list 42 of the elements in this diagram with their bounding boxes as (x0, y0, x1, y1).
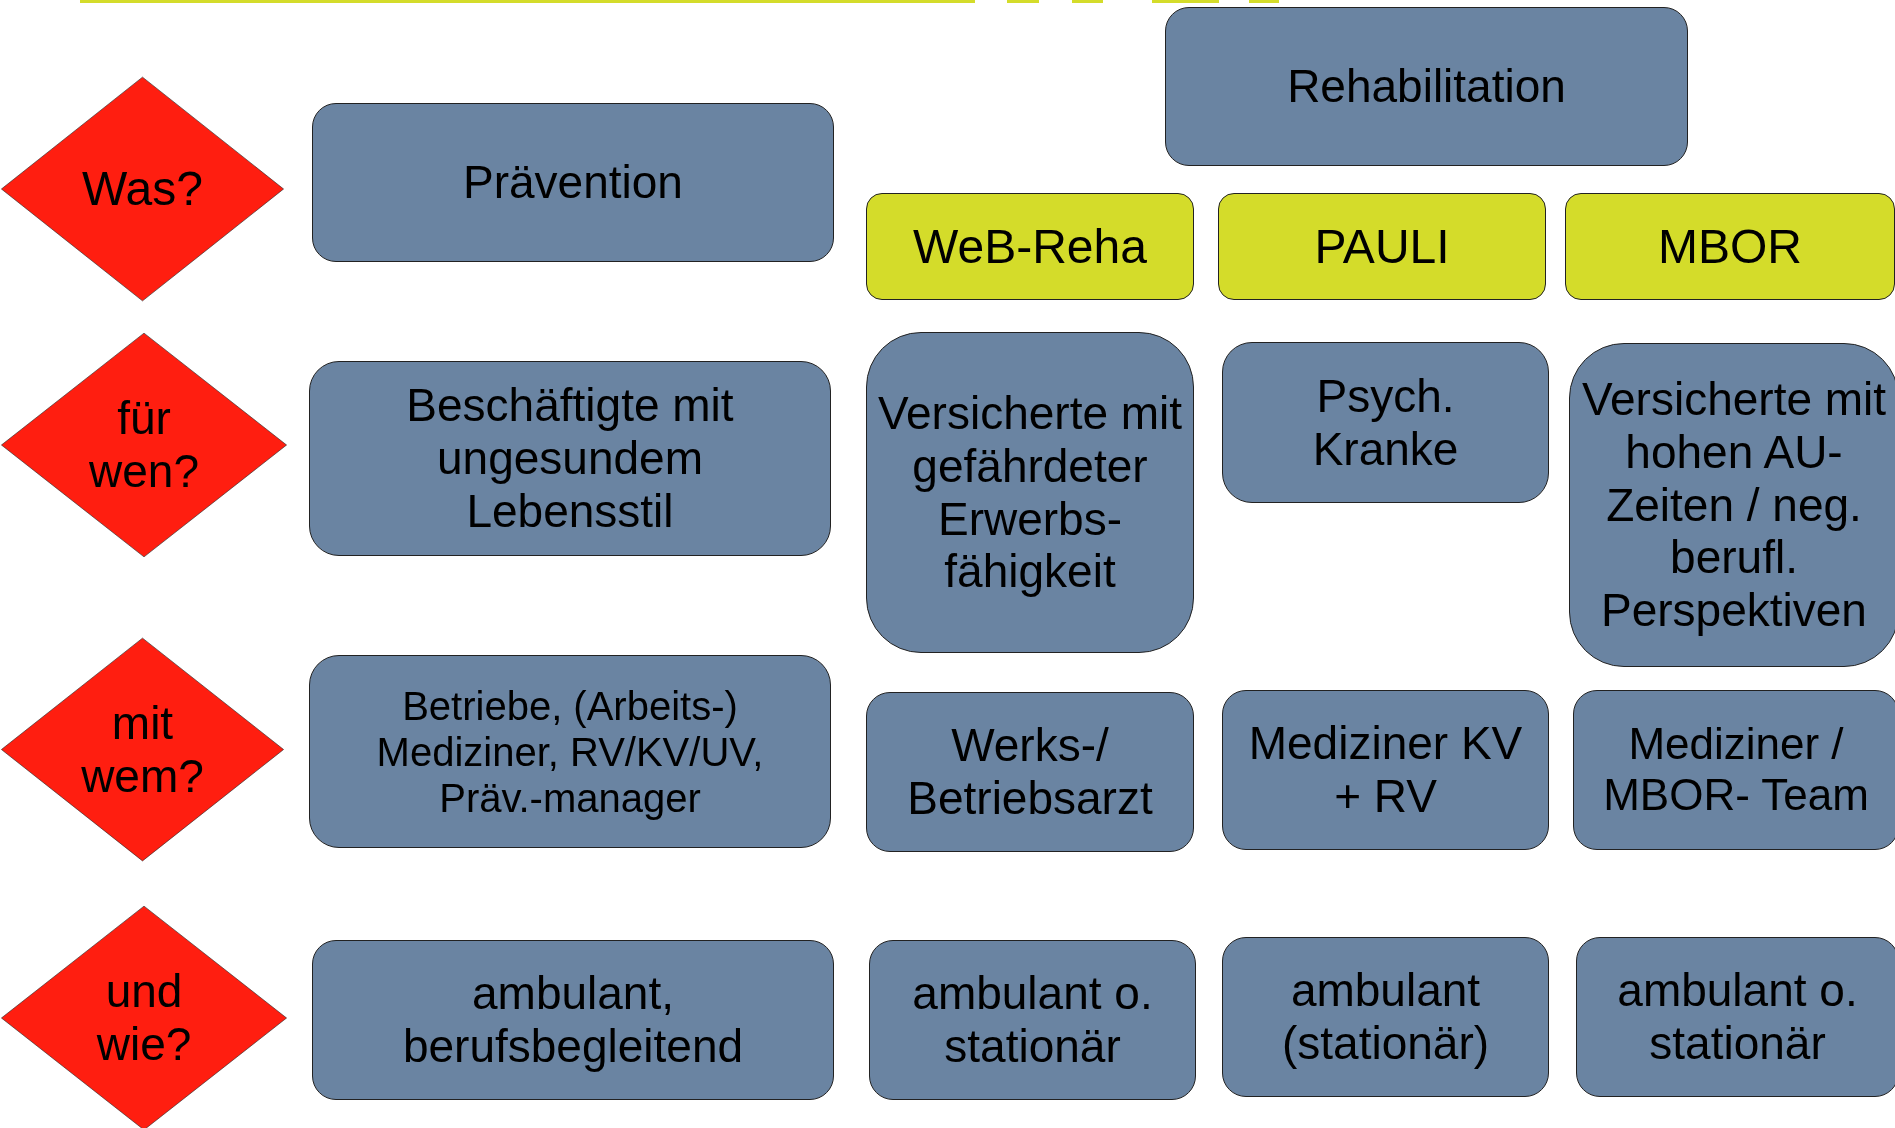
box-label: Prävention (463, 156, 683, 209)
info-box (312, 103, 834, 262)
info-box (1222, 690, 1549, 850)
program-box (1565, 193, 1895, 300)
box-label: Rehabilitation (1287, 60, 1566, 113)
box-label: ambulant o. stationär (1616, 964, 1859, 1070)
decision-diamond (0, 332, 288, 558)
question-label: Was? (82, 161, 203, 217)
box-label: WeB-Reha (913, 218, 1147, 275)
info-box (312, 940, 834, 1100)
question-label: mit wem? (80, 696, 205, 803)
box-label: Mediziner / MBOR- Team (1602, 719, 1870, 821)
box-label: PAULI (1314, 218, 1450, 275)
decision-diamond (0, 637, 285, 862)
info-box (309, 655, 831, 848)
info-box (309, 361, 831, 556)
box-label: ambulant o. stationär (911, 967, 1154, 1073)
box-label: ambulant, berufsbegleitend (401, 967, 745, 1073)
info-box (1222, 937, 1549, 1097)
box-label: Werks-/ Betriebsarzt (906, 719, 1154, 825)
box-label: Versicherte mit gefährdeter Erwerbs- fähigkeit (877, 386, 1183, 599)
info-box (1573, 690, 1895, 850)
info-box (869, 940, 1196, 1100)
decision-diamond (0, 76, 285, 302)
info-box (1165, 7, 1688, 166)
info-box (1576, 937, 1895, 1097)
box-label: Psych. Kranke (1311, 369, 1460, 476)
box-label: Beschäftigte mit ungesundem Lebensstil (405, 379, 735, 538)
box-label: Betriebe, (Arbeits-) Mediziner, RV/KV/UV, Präv.-manager (375, 682, 765, 821)
info-box (866, 332, 1194, 653)
box-label: Mediziner KV + RV (1247, 717, 1524, 823)
box-label: MBOR (1658, 218, 1802, 275)
box-label: ambulant (stationär) (1280, 964, 1491, 1070)
info-box (1222, 342, 1549, 503)
program-box (866, 193, 1194, 300)
info-box (866, 692, 1194, 852)
decision-diamond (0, 905, 288, 1128)
info-box (1569, 343, 1895, 667)
program-box (1218, 193, 1546, 300)
box-label: Versicherte mit hohen AU-Zeiten / neg. berufl. Perspektiven (1580, 372, 1888, 638)
question-label: und wie? (95, 965, 193, 1071)
question-label: für wen? (88, 392, 200, 498)
